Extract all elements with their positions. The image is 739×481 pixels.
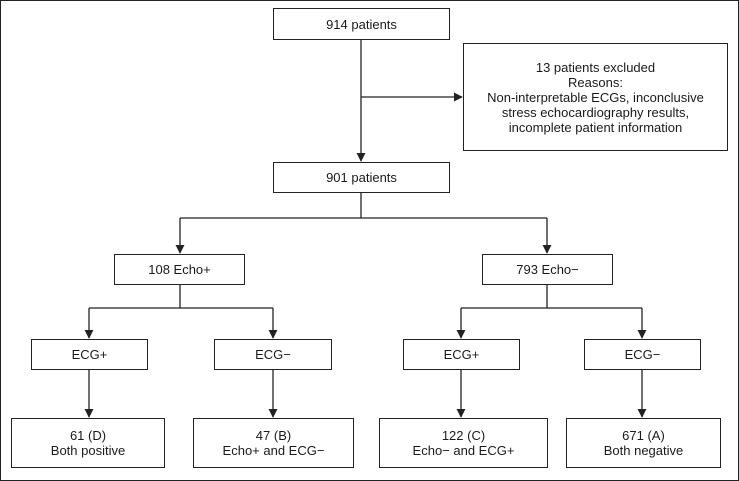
node-echo-positive: 108 Echo+ — [114, 254, 245, 285]
node-ecg-positive-left-label: ECG+ — [71, 347, 108, 362]
cell-c-count: 122 (C) — [441, 428, 486, 443]
cell-a-count: 671 (A) — [622, 428, 665, 443]
node-echo-positive-label: 108 Echo+ — [148, 262, 211, 277]
excluded-count-label: 13 patients excluded — [535, 59, 656, 75]
cell-d-count: 61 (D) — [69, 428, 107, 443]
node-echo-negative: 793 Echo− — [482, 254, 613, 285]
node-ecg-negative-right-label: ECG− — [624, 347, 661, 362]
node-ecg-negative-right: ECG− — [584, 339, 701, 370]
cell-a-description: Both negative — [603, 443, 684, 458]
node-ecg-positive-right-label: ECG+ — [443, 347, 480, 362]
cell-d-description: Both positive — [50, 443, 126, 458]
node-cell-a: 671 (A) Both negative — [566, 418, 721, 468]
node-total-patients: 914 patients — [273, 8, 450, 40]
node-ecg-negative-left: ECG− — [214, 339, 332, 370]
node-cell-b: 47 (B) Echo+ and ECG− — [193, 418, 354, 468]
excluded-reason-line: Non-interpretable ECGs, inconclusive — [487, 89, 704, 105]
node-cell-c: 122 (C) Echo− and ECG+ — [379, 418, 548, 468]
cell-b-count: 47 (B) — [255, 428, 292, 443]
node-ecg-positive-left: ECG+ — [31, 339, 148, 370]
node-total-patients-label: 914 patients — [326, 16, 397, 32]
excluded-reason-line: incomplete patient information — [508, 119, 683, 135]
node-excluded-patients: 13 patients excluded Reasons: Non-interp… — [463, 43, 728, 151]
node-included-patients: 901 patients — [273, 162, 450, 193]
node-cell-d: 61 (D) Both positive — [11, 418, 165, 468]
excluded-reasons-heading: Reasons: — [568, 74, 623, 90]
cell-b-description: Echo+ and ECG− — [222, 443, 325, 458]
node-ecg-positive-right: ECG+ — [403, 339, 520, 370]
node-ecg-negative-left-label: ECG− — [255, 347, 291, 362]
node-included-patients-label: 901 patients — [326, 170, 397, 185]
node-echo-negative-label: 793 Echo− — [516, 262, 579, 277]
cell-c-description: Echo− and ECG+ — [412, 443, 515, 458]
excluded-reason-line: stress echocardiography results, — [501, 104, 690, 120]
